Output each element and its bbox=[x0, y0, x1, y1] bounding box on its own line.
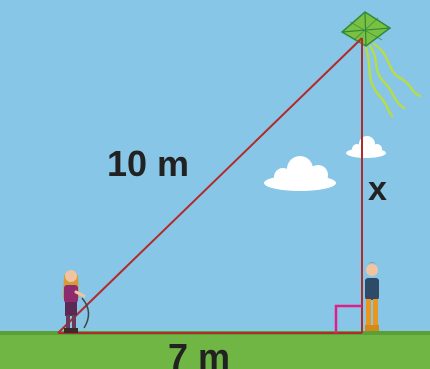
height-label: x bbox=[368, 170, 387, 208]
hypotenuse-label: 10 m bbox=[107, 143, 189, 184]
base-label: 7 m bbox=[168, 336, 230, 369]
right-triangle bbox=[57, 37, 363, 334]
kite-icon bbox=[340, 11, 392, 47]
hypotenuse-kite-string bbox=[57, 37, 363, 334]
grass-ground bbox=[0, 333, 430, 369]
right-angle-marker bbox=[334, 304, 362, 333]
person-standing-figure bbox=[365, 262, 379, 331]
cloud-large bbox=[264, 156, 336, 191]
girl-with-kite-figure bbox=[63, 270, 90, 333]
kite-tail bbox=[364, 42, 422, 118]
